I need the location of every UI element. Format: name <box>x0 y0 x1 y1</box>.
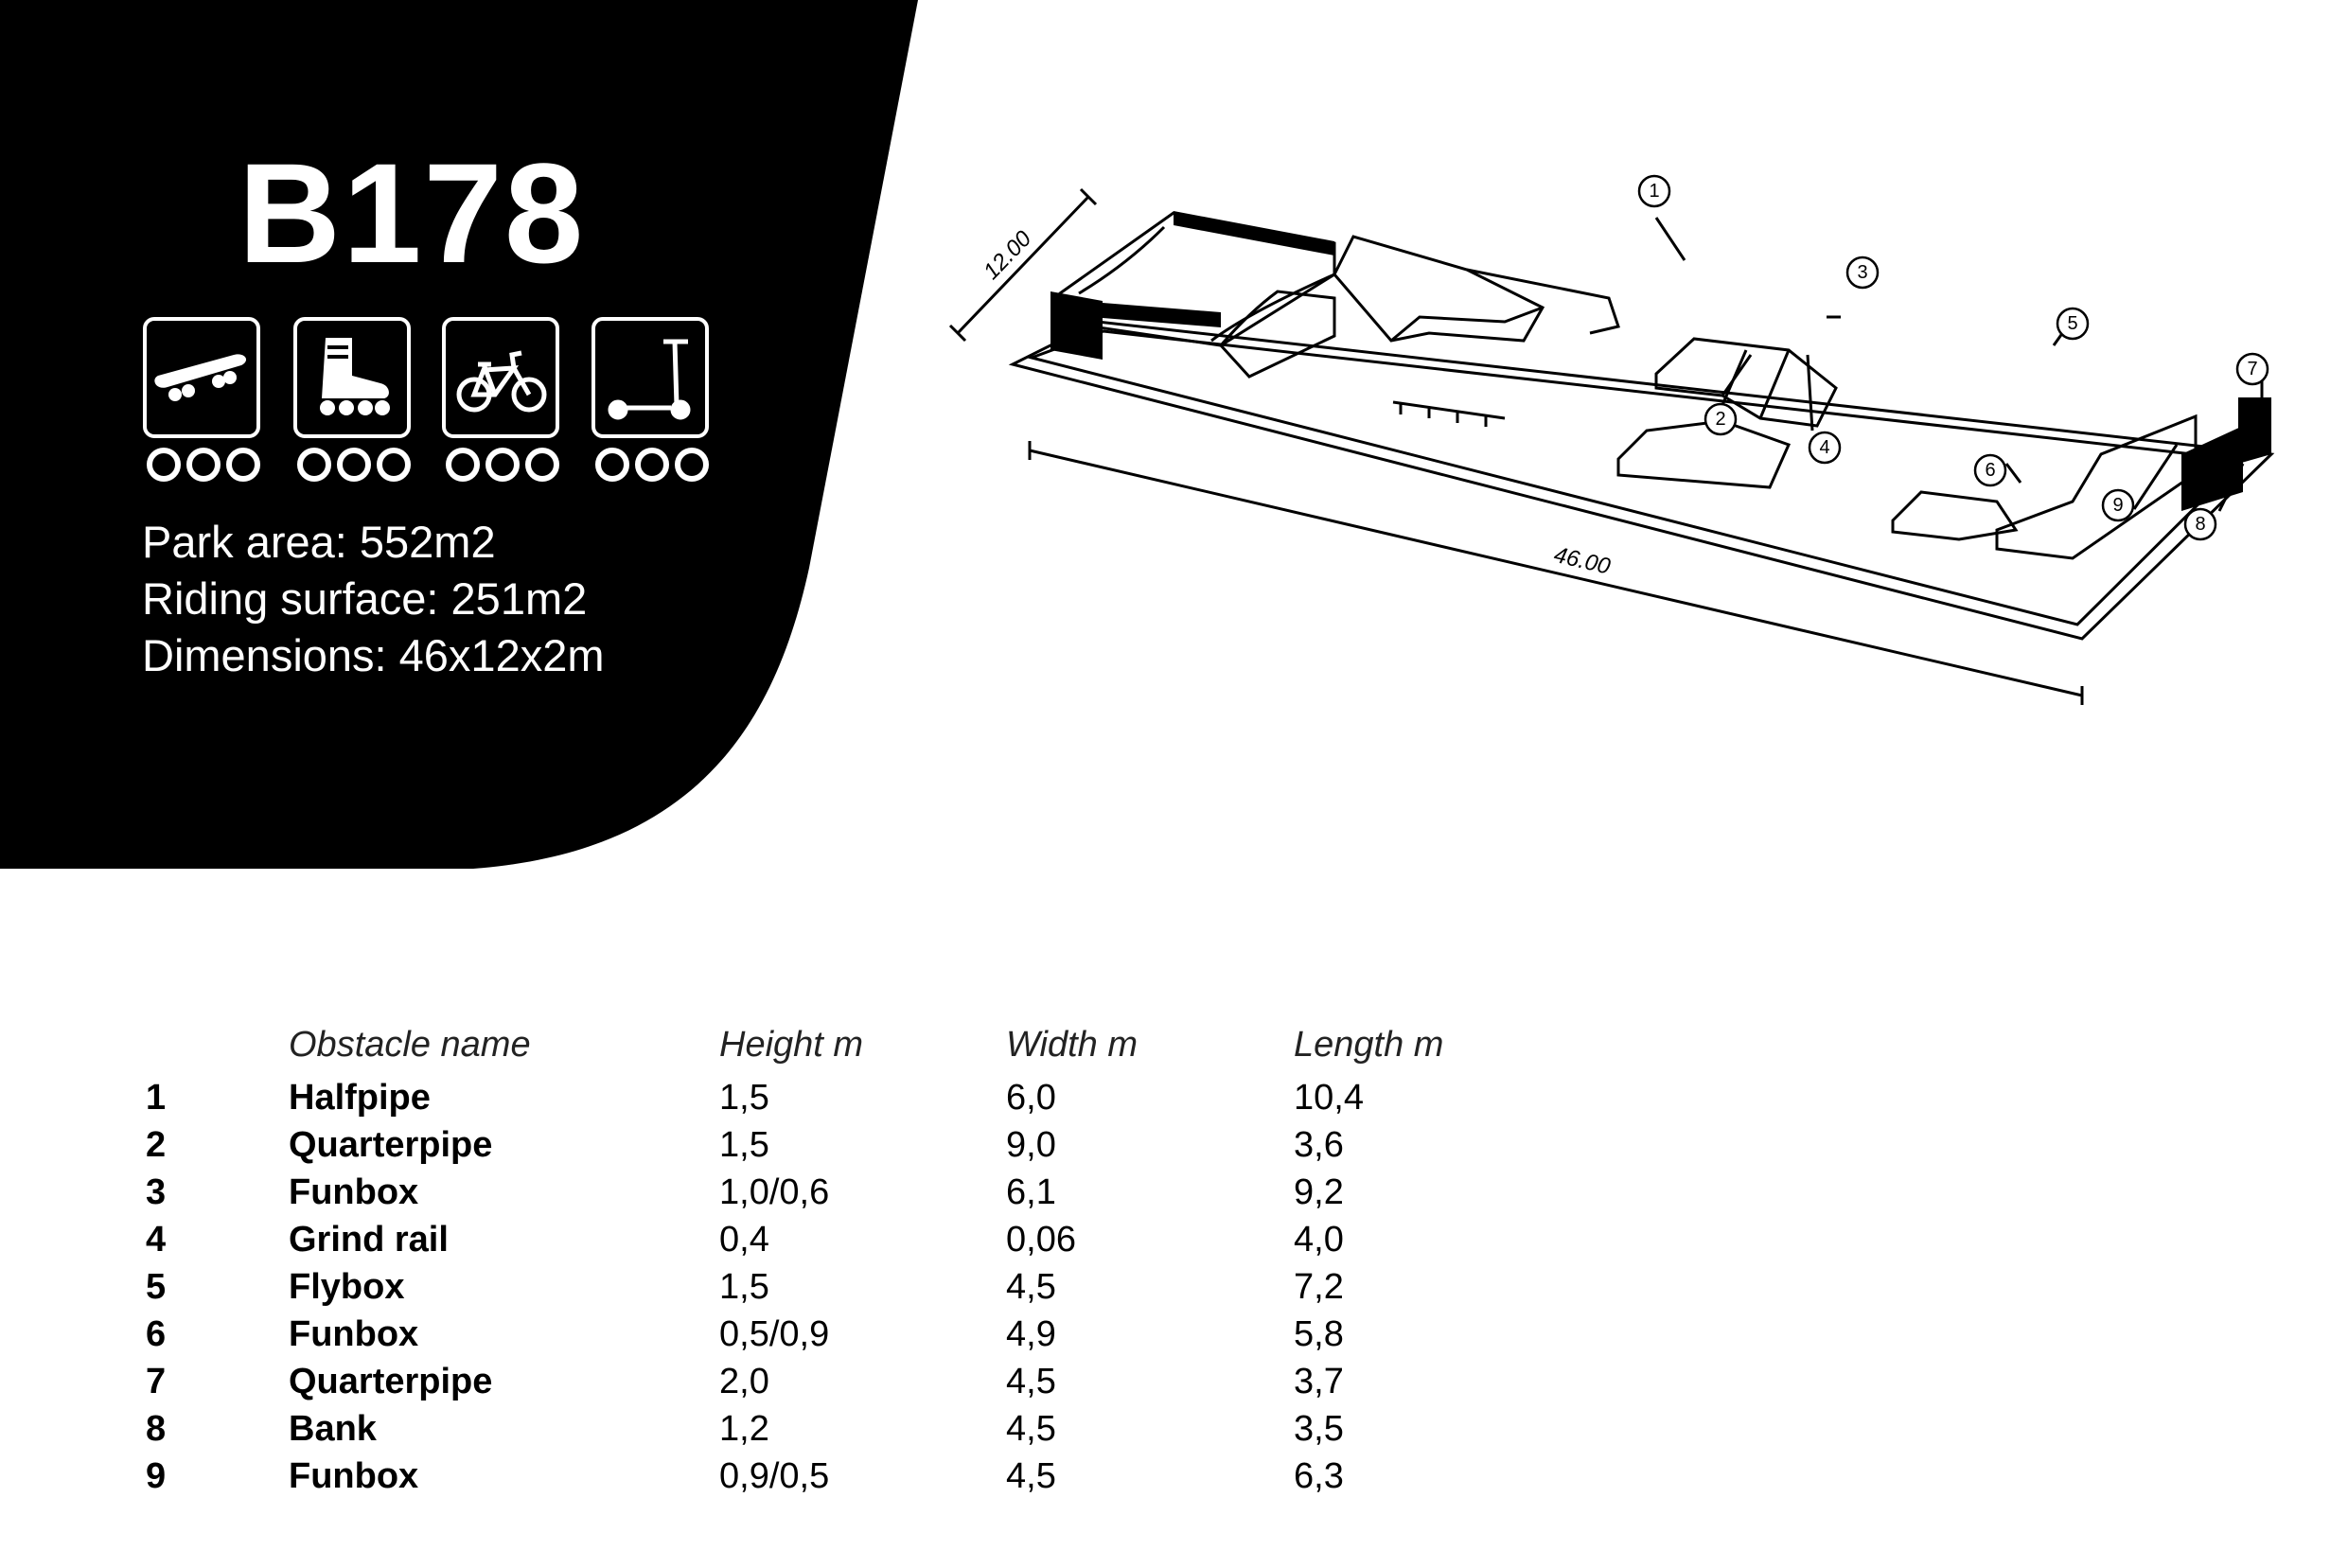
obstacle-length: 10,4 <box>1294 1078 1364 1118</box>
inline-skate-icon <box>320 338 390 415</box>
callout-1: 1 <box>1649 181 1659 202</box>
table-row: 2 Quarterpipe 1,5 9,0 3,6 <box>0 1121 1609 1169</box>
callout-marker <box>1704 402 1738 436</box>
obstacle-length: 5,8 <box>1294 1314 1344 1354</box>
callout-marker <box>2235 352 2269 386</box>
obstacle-length: 3,5 <box>1294 1409 1344 1449</box>
header-length: Length m <box>1294 1025 1444 1065</box>
obstacle-length: 3,6 <box>1294 1125 1344 1165</box>
obstacle-height: 0,9/0,5 <box>719 1456 830 1496</box>
obstacle-name: Flybox <box>289 1267 405 1307</box>
obstacle-height: 1,5 <box>719 1267 769 1307</box>
three-wheels-rating-icon <box>297 448 411 482</box>
three-wheels-rating-icon <box>147 448 260 482</box>
skatepark-drawing: 1 2 3 4 5 6 7 8 9 12.00 46.00 <box>948 174 2275 705</box>
obstacle-width: 0,06 <box>1006 1220 1076 1260</box>
callout-marker <box>1808 431 1842 465</box>
obstacle-height: 0,5/0,9 <box>719 1314 830 1354</box>
obstacle-name: Grind rail <box>289 1220 449 1260</box>
callout-8: 8 <box>2195 514 2205 535</box>
header-width: Width m <box>1006 1025 1139 1065</box>
row-number: 8 <box>146 1409 167 1449</box>
row-number: 6 <box>146 1314 167 1354</box>
three-wheels-rating-icon <box>446 448 559 482</box>
sport-bmx <box>442 317 559 438</box>
width-dimension: 12.00 <box>979 225 1037 284</box>
row-number: 2 <box>146 1125 167 1165</box>
park-area: Park area: 552m2 <box>142 517 496 567</box>
obstacle-name: Quarterpipe <box>289 1125 493 1165</box>
length-dimension-line <box>1028 441 2084 705</box>
obstacle-name: Bank <box>289 1409 377 1449</box>
obstacle-name: Quarterpipe <box>289 1362 493 1401</box>
obstacle-height: 1,0/0,6 <box>719 1172 830 1212</box>
bmx-bike-icon <box>456 350 547 413</box>
row-number: 1 <box>146 1078 167 1118</box>
obstacle-name: Funbox <box>289 1456 419 1496</box>
callout-3: 3 <box>1857 262 1867 283</box>
obstacle-height: 1,5 <box>719 1125 769 1165</box>
table-row: 1 Halfpipe 1,5 6,0 10,4 <box>0 1074 1609 1121</box>
obstacle-width: 6,0 <box>1006 1078 1056 1118</box>
callout-4: 4 <box>1819 437 1829 458</box>
row-number: 3 <box>146 1172 167 1212</box>
sport-inline-skate <box>293 317 411 438</box>
obstacle-height: 1,2 <box>719 1409 769 1449</box>
callout-marker <box>1845 255 1880 290</box>
sport-scooter <box>591 317 709 438</box>
callout-marker <box>1637 174 1671 208</box>
callout-6: 6 <box>1985 460 1995 481</box>
table-row: 6 Funbox 0,5/0,9 4,9 5,8 <box>0 1311 1609 1358</box>
model-code: B178 <box>238 133 586 292</box>
obstacle-length: 6,3 <box>1294 1456 1344 1496</box>
skateboard-icon <box>154 354 247 401</box>
callout-7: 7 <box>2247 359 2257 379</box>
riding-surface: Riding surface: 251m2 <box>142 573 588 624</box>
obstacle-length: 9,2 <box>1294 1172 1344 1212</box>
obstacle-width: 4,5 <box>1006 1267 1056 1307</box>
obstacle-height: 2,0 <box>719 1362 769 1401</box>
obstacle-width: 4,5 <box>1006 1362 1056 1401</box>
table-row: 9 Funbox 0,9/0,5 4,5 6,3 <box>0 1453 1609 1500</box>
sport-skateboard <box>143 317 260 438</box>
width-dimension-line <box>948 187 1098 343</box>
obstacle-height: 1,5 <box>719 1078 769 1118</box>
table-row: 5 Flybox 1,5 4,5 7,2 <box>0 1263 1609 1311</box>
callout-5: 5 <box>2067 313 2077 334</box>
callout-2: 2 <box>1715 409 1725 430</box>
park-outline-outer <box>1008 320 2275 641</box>
kick-scooter-icon <box>608 339 691 420</box>
obstacle-name: Halfpipe <box>289 1078 431 1118</box>
three-wheels-rating-icon <box>595 448 709 482</box>
obstacle-name: Funbox <box>289 1172 419 1212</box>
row-number: 5 <box>146 1267 167 1307</box>
callout-marker <box>2101 488 2135 522</box>
callout-marker <box>1973 453 2007 487</box>
dimensions: Dimensions: 46x12x2m <box>142 630 605 680</box>
obstacle-length: 7,2 <box>1294 1267 1344 1307</box>
callout-marker <box>2056 307 2090 341</box>
obstacle-width: 9,0 <box>1006 1125 1056 1165</box>
obstacle-width: 4,5 <box>1006 1456 1056 1496</box>
header-obstacle-name: Obstacle name <box>289 1025 531 1065</box>
obstacle-length: 3,7 <box>1294 1362 1344 1401</box>
table-row: 8 Bank 1,2 4,5 3,5 <box>0 1405 1609 1453</box>
obstacle-width: 4,9 <box>1006 1314 1056 1354</box>
callout-9: 9 <box>2112 495 2123 516</box>
table-row: 7 Quarterpipe 2,0 4,5 3,7 <box>0 1358 1609 1405</box>
table-row: 4 Grind rail 0,4 0,06 4,0 <box>0 1216 1609 1263</box>
obstacle-name: Funbox <box>289 1314 419 1354</box>
obstacle-width: 6,1 <box>1006 1172 1056 1212</box>
obstacle-height: 0,4 <box>719 1220 769 1260</box>
row-number: 7 <box>146 1362 167 1401</box>
callout-marker <box>2183 507 2217 541</box>
obstacle-length: 4,0 <box>1294 1220 1344 1260</box>
header-height: Height m <box>719 1025 864 1065</box>
obstacle-width: 4,5 <box>1006 1409 1056 1449</box>
table-row: 3 Funbox 1,0/0,6 6,1 9,2 <box>0 1169 1609 1216</box>
row-number: 9 <box>146 1456 167 1496</box>
row-number: 4 <box>146 1220 167 1260</box>
